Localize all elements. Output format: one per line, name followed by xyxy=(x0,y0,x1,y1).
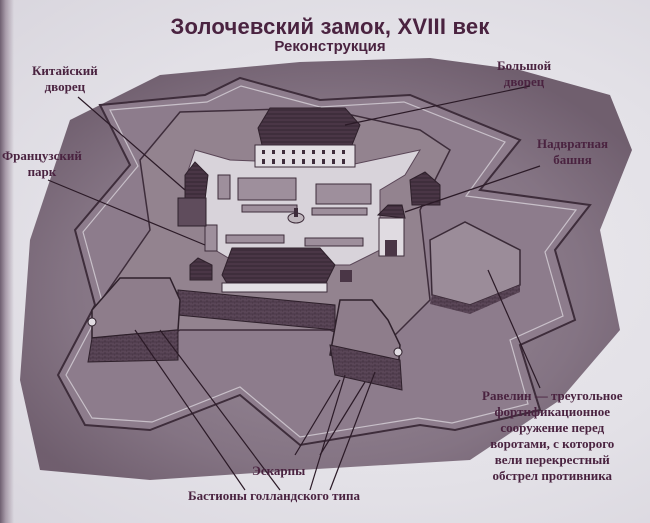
label-gate-tower: Надвратная башня xyxy=(537,136,609,167)
label-great-palace: Большой дворец xyxy=(497,58,552,89)
label-escarps: Эскарпы xyxy=(252,463,306,478)
page-subtitle: Реконструкция xyxy=(274,38,386,55)
page-binding-shadow xyxy=(0,0,14,523)
chinese-palace xyxy=(177,161,209,227)
label-french-park: Французский парк xyxy=(2,148,82,179)
gate-tower xyxy=(376,204,406,257)
bastion-right xyxy=(329,299,403,391)
bastion-left xyxy=(87,277,181,363)
great-palace xyxy=(254,107,361,168)
page-title: Золочевский замок, XVIII век xyxy=(170,14,490,39)
label-chinese-palace: Китайский дворец xyxy=(32,63,98,94)
label-ravelin: Равелин — треугольное фортификационное с… xyxy=(482,388,623,483)
french-park xyxy=(204,174,372,252)
label-bastions: Бастионы голландского типа xyxy=(188,488,360,503)
leader-lines xyxy=(47,85,541,491)
south-palace xyxy=(189,247,352,293)
